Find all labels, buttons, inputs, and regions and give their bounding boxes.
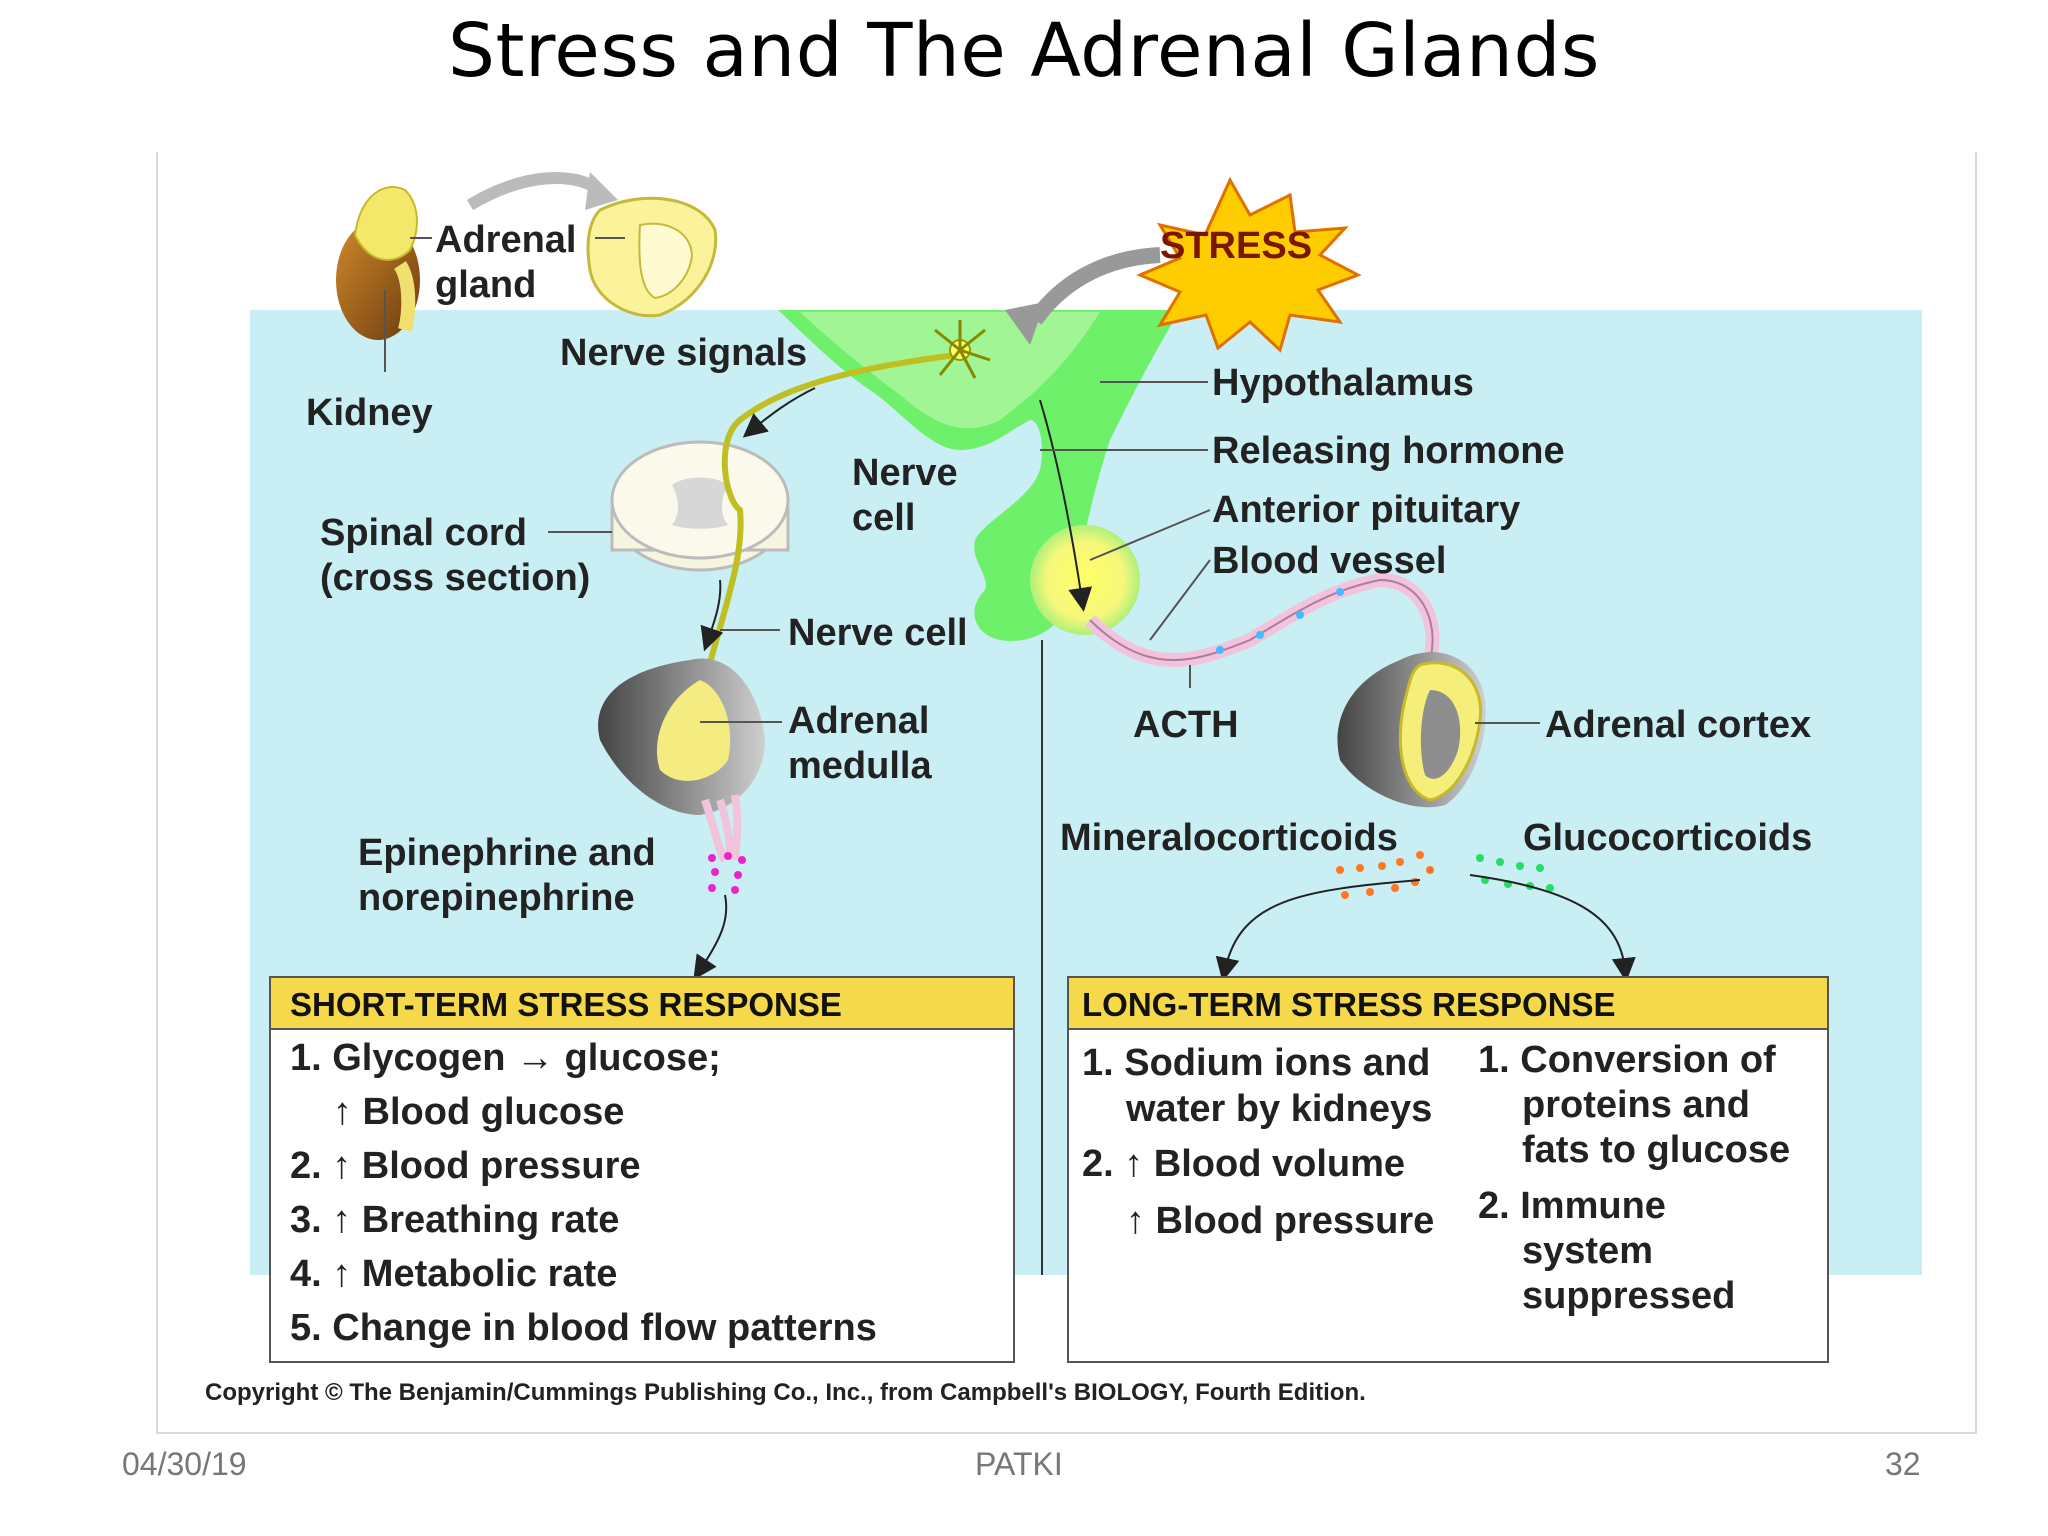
- label-adrenal-gland-2: gland: [435, 264, 536, 306]
- label-adrenal-gland-1: Adrenal: [435, 219, 576, 261]
- long-term-heading: LONG-TERM STRESS RESPONSE: [1082, 986, 1616, 1023]
- label-epinephrine-1: Epinephrine and: [358, 832, 656, 874]
- long-term-left-line-4: ↑ Blood pressure: [1126, 1200, 1434, 1242]
- stress-arrow: [1028, 247, 1161, 325]
- arrow-nerve-signals: [742, 387, 816, 438]
- nerve-cell-body: [934, 320, 991, 379]
- long-term-box: LONG-TERM STRESS RESPONSE 1. Sodium ions…: [1067, 976, 1829, 1363]
- arrow-releasing-hormone: [1039, 399, 1093, 612]
- gland-arrow: [466, 172, 604, 211]
- label-mineralocorticoids: Mineralocorticoids: [1060, 817, 1398, 859]
- label-adrenal-medulla-1: Adrenal: [788, 700, 929, 742]
- nerve-fibre: [697, 352, 956, 701]
- label-anterior-pituitary: Anterior pituitary: [1212, 489, 1520, 531]
- label-kidney: Kidney: [306, 392, 433, 434]
- long-term-right-line-6: suppressed: [1522, 1275, 1735, 1317]
- hypothalamus-fade: [800, 312, 1100, 429]
- label-spinal-cord-2: (cross section): [320, 557, 590, 599]
- label-blood-vessel: Blood vessel: [1212, 540, 1446, 582]
- long-term-right-line-1: 1. Conversion of: [1478, 1039, 1776, 1081]
- footer-date: 04/30/19: [122, 1446, 247, 1482]
- label-glucocorticoids: Glucocorticoids: [1523, 817, 1812, 859]
- long-term-right-line-5: system: [1522, 1230, 1653, 1272]
- footer-page: 32: [1885, 1446, 1921, 1482]
- stress-arrowhead: [1005, 302, 1045, 345]
- label-acth: ACTH: [1133, 704, 1239, 746]
- short-term-line-3: 2. ↑ Blood pressure: [290, 1145, 641, 1187]
- anterior-pituitary: [1030, 525, 1140, 635]
- cortex-core: [1420, 690, 1461, 779]
- epinephrine-dots: [708, 852, 746, 894]
- acth-dots: [1216, 588, 1344, 654]
- long-term-left-line-1: 1. Sodium ions and: [1082, 1042, 1430, 1084]
- arrow-spinal-to-medulla: [700, 579, 724, 652]
- label-nerve-signals: Nerve signals: [560, 332, 807, 374]
- footer-author: PATKI: [975, 1446, 1063, 1482]
- long-term-right-line-2: proteins and: [1522, 1084, 1750, 1126]
- short-term-line-1: 1. Glycogen → glucose;: [290, 1037, 721, 1079]
- label-nerve-cell-upper-2: cell: [852, 497, 915, 539]
- label-adrenal-medulla-2: medulla: [788, 745, 932, 787]
- label-nerve-cell-lower: Nerve cell: [788, 612, 968, 654]
- arrow-to-short-term: [693, 894, 728, 980]
- label-nerve-cell-upper-1: Nerve: [852, 452, 958, 494]
- arrow-to-gluco: [1469, 874, 1636, 982]
- stress-label: STRESS: [1160, 225, 1312, 267]
- arrow-to-mineralo: [1215, 879, 1421, 982]
- leader-lines: [384, 237, 1540, 724]
- copyright-text: Copyright © The Benjamin/Cummings Publis…: [205, 1379, 1366, 1406]
- adrenal-gland-small: [353, 186, 418, 261]
- short-term-line-5: 4. ↑ Metabolic rate: [290, 1253, 617, 1295]
- short-term-box: SHORT-TERM STRESS RESPONSE 1. Glycogen →…: [269, 976, 1015, 1363]
- label-hypothalamus: Hypothalamus: [1212, 362, 1474, 404]
- label-adrenal-cortex: Adrenal cortex: [1545, 704, 1811, 746]
- figure-frame: [156, 152, 1977, 1434]
- blood-vessel-outline: [1089, 578, 1434, 661]
- short-term-line-2: ↑ Blood glucose: [333, 1091, 624, 1133]
- hypothalamus-shape: [778, 310, 1180, 641]
- label-releasing-hormone: Releasing hormone: [1212, 430, 1565, 472]
- medulla-inner: [656, 680, 731, 781]
- label-spinal-cord-1: Spinal cord: [320, 512, 527, 554]
- long-term-left-line-3: 2. ↑ Blood volume: [1082, 1143, 1405, 1185]
- label-epinephrine-2: norepinephrine: [358, 877, 635, 919]
- short-term-heading: SHORT-TERM STRESS RESPONSE: [290, 986, 842, 1023]
- short-term-line-4: 3. ↑ Breathing rate: [290, 1199, 619, 1241]
- long-term-right-line-3: fats to glucose: [1522, 1129, 1790, 1171]
- stress-burst: [1136, 176, 1362, 353]
- gland-arrowhead: [585, 172, 618, 210]
- spinal-grey-matter: [672, 477, 728, 529]
- renal-stem: [393, 261, 416, 332]
- long-term-right-line-4: 2. Immune: [1478, 1185, 1666, 1227]
- slide-title: Stress and The Adrenal Glands: [448, 8, 1600, 94]
- adrenal-cross-inner: [638, 222, 694, 300]
- long-term-left-line-2: water by kidneys: [1125, 1088, 1432, 1130]
- short-term-line-6: 5. Change in blood flow patterns: [290, 1307, 877, 1349]
